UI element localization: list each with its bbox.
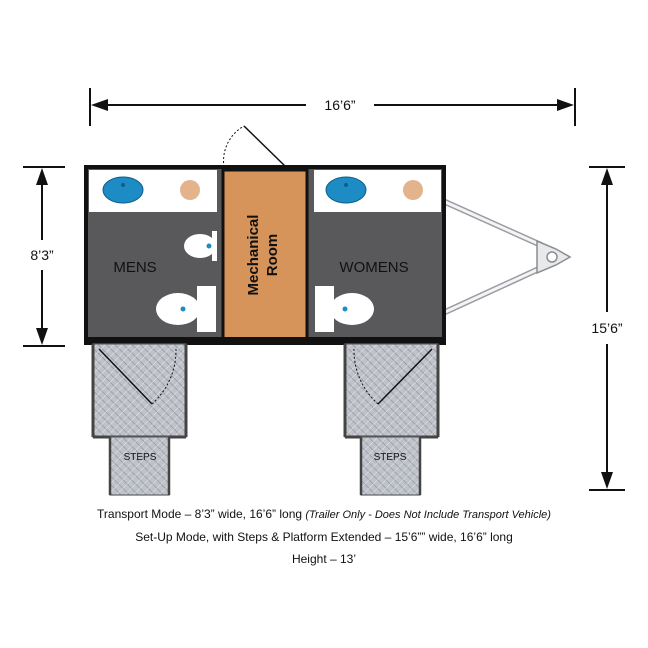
hitch-coupler-icon [546,251,558,263]
mens-soap-icon [180,180,200,200]
womens-room: WOMENS [315,176,423,332]
caption-setup-mode: Set-Up Mode, with Steps & Platform Exten… [135,530,513,544]
caption-height: Height – 13’ [291,552,357,566]
womens-sink-icon [325,176,367,204]
width-dimension-left: 8’3” [23,166,65,347]
width-right-label: 15’6” [591,320,622,336]
trailer-hitch [441,198,572,316]
womens-label: WOMENS [339,259,408,276]
left-steps-label: STEPS [124,452,157,463]
right-steps: STEPS [359,436,422,496]
mens-urinal-icon [184,231,217,261]
mechanical-door-swing [223,125,287,168]
right-door-swing [377,348,433,405]
mechanical-label-line2: Room [264,234,281,277]
right-platform [343,343,440,439]
caption-transport-mode: Transport Mode – 8’3” wide, 16’6” long (… [0,507,648,521]
caption-transport-note: (Trailer Only - Does Not Include Transpo… [305,509,551,521]
mens-sink-icon [102,176,144,204]
mechanical-room [221,168,309,342]
caption-transport-main: Transport Mode – 8’3” wide, 16’6” long [97,507,306,521]
left-platform [91,343,188,439]
womens-toilet-icon [315,286,374,332]
length-dimension: 16’6” [89,88,576,126]
mechanical-label-line1: Mechanical [245,215,262,296]
length-label: 16’6” [324,97,355,113]
width-dimension-right: 15’6” [589,166,625,491]
right-steps-label: STEPS [374,452,407,463]
mens-room: MENS [102,176,217,332]
mens-label: MENS [113,259,156,276]
left-door-swing [98,348,153,405]
mens-toilet-icon [156,286,216,332]
left-steps: STEPS [108,436,171,496]
width-left-label: 8’3” [30,247,54,263]
womens-soap-icon [403,180,423,200]
